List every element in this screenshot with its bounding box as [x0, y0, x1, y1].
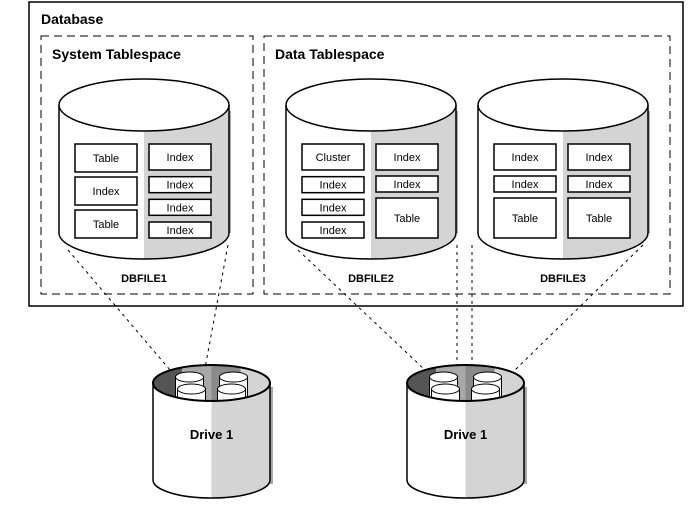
segment-box	[375, 175, 439, 193]
segment-label: Index	[586, 179, 613, 191]
system-tablespace-box	[40, 35, 254, 295]
segment-index: Index	[567, 143, 631, 171]
segment-box	[567, 197, 631, 239]
segment-index: Index	[301, 175, 365, 194]
segment-index: Index	[567, 175, 631, 193]
segment-label: Table	[512, 213, 538, 225]
drive-outline	[406, 383, 525, 499]
database-box	[28, 1, 684, 307]
cylinder-top	[285, 78, 457, 132]
mapping-line	[297, 249, 426, 371]
segment-box	[148, 221, 212, 239]
segment-index: Index	[148, 221, 212, 239]
segment-box	[148, 198, 212, 217]
drive-rim	[152, 364, 271, 402]
segment-index: Index	[148, 143, 212, 171]
drive-cylinder: Drive 1	[406, 364, 527, 499]
data-tablespace-title: Data Tablespace	[275, 46, 385, 62]
mapping-line	[67, 249, 171, 371]
segment-label: Index	[167, 180, 194, 192]
segment-table: Table	[493, 197, 557, 239]
drive-label: Drive 1	[444, 427, 487, 442]
segment-box	[301, 175, 365, 194]
segment-box	[74, 176, 138, 206]
segment-box	[148, 143, 212, 171]
segment-table: Table	[375, 197, 439, 239]
segment-index: Index	[301, 221, 365, 239]
cylinder-top	[58, 78, 230, 132]
segment-index: Index	[375, 143, 439, 171]
segment-index: Index	[375, 175, 439, 193]
segment-box	[301, 198, 365, 217]
segment-label: Table	[93, 219, 119, 231]
segment-cluster: Cluster	[301, 143, 365, 171]
mapping-lines	[67, 244, 644, 371]
drives-group: Drive 1 Drive 1	[152, 364, 527, 499]
cylinder-top	[477, 78, 649, 132]
segment-label: Table	[586, 213, 612, 225]
drive-shade	[211, 383, 270, 498]
segment-label: Cluster	[316, 152, 351, 164]
segment-box	[493, 143, 557, 171]
segment-box	[375, 143, 439, 171]
datafile-cylinder-dbfile1: TableIndexTableIndexIndexIndexIndexDBFIL…	[58, 78, 231, 285]
segment-index: Index	[74, 176, 138, 206]
segment-label: Index	[586, 152, 613, 164]
segment-box	[493, 175, 557, 193]
segment-label: Table	[93, 153, 119, 165]
segment-box	[301, 143, 365, 171]
drive-outline	[152, 383, 271, 499]
segment-box	[375, 197, 439, 239]
segment-index: Index	[493, 175, 557, 193]
segment-table: Table	[567, 197, 631, 239]
segment-box	[493, 197, 557, 239]
segment-box	[74, 209, 138, 239]
segment-box	[148, 175, 212, 194]
datafile-name: DBFILE2	[348, 273, 394, 285]
segment-box	[567, 175, 631, 193]
segment-label: Index	[93, 186, 120, 198]
drive-shade	[465, 383, 524, 498]
cylinder-outline	[477, 105, 649, 260]
database-title: Database	[41, 11, 103, 27]
drive-cylinder: Drive 1	[152, 364, 273, 499]
cylinder-outline	[58, 105, 230, 260]
segment-label: Index	[320, 202, 347, 214]
segment-index: Index	[493, 143, 557, 171]
system-tablespace-title: System Tablespace	[52, 46, 181, 62]
segment-index: Index	[301, 198, 365, 217]
segment-index: Index	[148, 198, 212, 217]
datafile-cylinder-dbfile2: ClusterIndexIndexIndexIndexIndexTableDBF…	[285, 78, 458, 285]
datafiles-group: TableIndexTableIndexIndexIndexIndexDBFIL…	[58, 78, 650, 285]
data-tablespace-box	[263, 35, 671, 295]
segment-label: Index	[512, 152, 539, 164]
datafile-name: DBFILE3	[540, 273, 586, 285]
segment-label: Index	[394, 179, 421, 191]
segment-label: Index	[512, 179, 539, 191]
segment-index: Index	[148, 175, 212, 194]
segment-label: Index	[320, 180, 347, 192]
drive-rim	[406, 364, 525, 402]
datafile-name: DBFILE1	[121, 273, 167, 285]
segment-box	[567, 143, 631, 171]
drive-interior	[407, 365, 524, 401]
segment-table: Table	[74, 209, 138, 239]
segment-table: Table	[74, 143, 138, 173]
segment-label: Index	[320, 225, 347, 237]
segment-box	[301, 221, 365, 239]
mapping-line	[514, 244, 644, 371]
segment-label: Table	[394, 213, 420, 225]
segment-label: Index	[167, 202, 194, 214]
segment-box	[74, 143, 138, 173]
segment-label: Index	[394, 152, 421, 164]
drive-label: Drive 1	[190, 427, 233, 442]
segment-label: Index	[167, 225, 194, 237]
segment-label: Index	[167, 152, 194, 164]
cylinder-outline	[285, 105, 457, 260]
